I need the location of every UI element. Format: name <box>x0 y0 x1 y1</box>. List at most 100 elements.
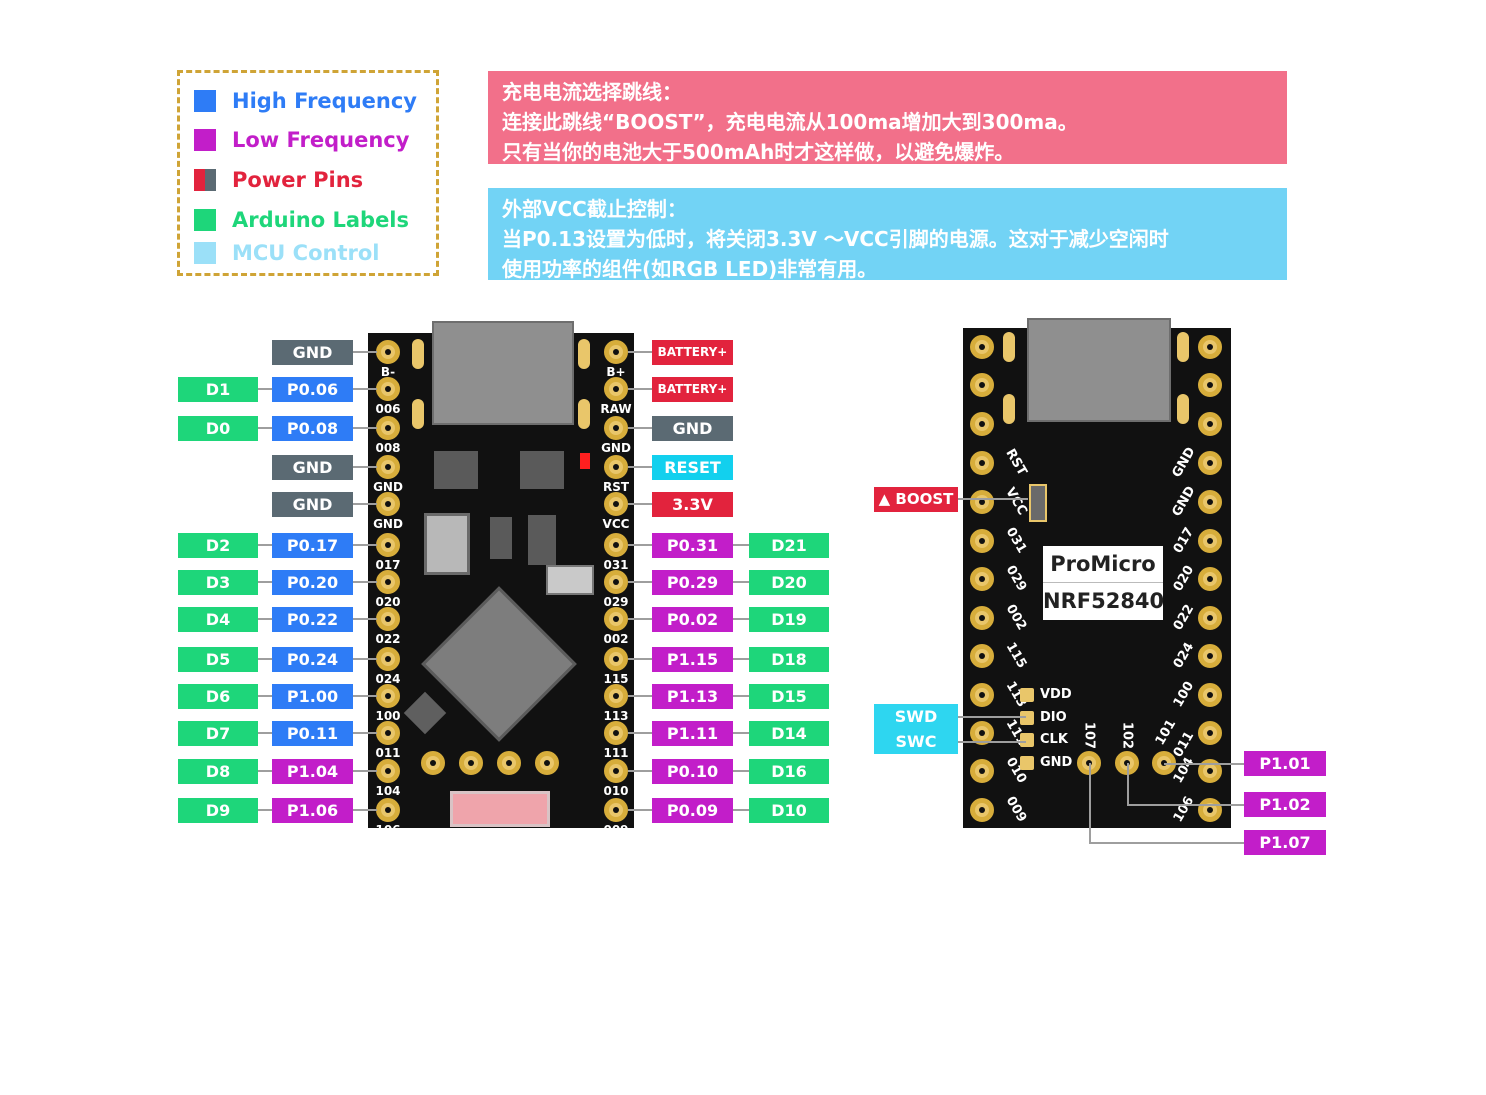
debug-pad-label: GND <box>1040 755 1073 770</box>
pin-port-label: RESET <box>652 455 733 480</box>
pin-port-label: P0.24 <box>272 647 353 672</box>
connector-line <box>258 732 272 734</box>
pin-arduino-label: D2 <box>178 533 258 558</box>
pin-port-label: P0.06 <box>272 377 353 402</box>
connector-line <box>258 427 272 429</box>
antenna <box>450 791 550 827</box>
board-title-line2: NRF52840 <box>1043 582 1164 619</box>
connector-line <box>628 658 652 660</box>
pin-silk-label: 020 <box>375 595 401 609</box>
legend-swatch <box>194 169 216 191</box>
solder-pad <box>497 751 521 775</box>
pin-pad <box>376 377 400 401</box>
connector-line <box>353 544 377 546</box>
connector-line <box>733 581 749 583</box>
connector-line <box>628 466 652 468</box>
pin-pad <box>604 759 628 783</box>
debug-pad <box>1020 688 1034 702</box>
pin-silk-label: RAW <box>600 402 632 416</box>
pin-port-label: P0.11 <box>272 721 353 746</box>
pin-pad <box>376 607 400 631</box>
board-title: ProMicro NRF52840 <box>1043 546 1164 620</box>
charge-jumper-note: 充电电流选择跳线： 连接此跳线“BOOST”，充电电流从100ma增加大到300… <box>488 71 1287 164</box>
pin-pad <box>970 683 994 707</box>
mounting-slot <box>412 339 424 369</box>
connector-line <box>1089 763 1091 843</box>
mounting-slot <box>578 399 590 429</box>
legend-label: Arduino Labels <box>232 208 410 232</box>
connector-line <box>628 809 652 811</box>
pin-silk-label: 024 <box>375 672 401 686</box>
pin-port-label: P1.11 <box>652 721 733 746</box>
mounting-slot <box>578 339 590 369</box>
pin-silk-label: GND <box>373 480 403 494</box>
pin-port-label: P1.00 <box>272 684 353 709</box>
connector-line <box>353 770 377 772</box>
pin-pad <box>1198 490 1222 514</box>
pin-pad <box>1198 644 1222 668</box>
pin-pad <box>604 798 628 822</box>
pin-pad <box>604 607 628 631</box>
connector-line <box>258 695 272 697</box>
pin-pad <box>970 451 994 475</box>
connector-line <box>258 581 272 583</box>
connector-line <box>628 770 652 772</box>
legend-item-high-frequency: High Frequency <box>194 89 417 113</box>
pin-port-label: BATTERY+ <box>652 377 733 402</box>
pin-silk-label: 002 <box>603 632 629 646</box>
pin-pad <box>604 340 628 364</box>
note-heading: 外部VCC截止控制： <box>502 197 687 221</box>
connector-line <box>258 544 272 546</box>
debug-pad-label: CLK <box>1040 732 1068 747</box>
pin-pad <box>1198 567 1222 591</box>
pin-pad <box>1198 529 1222 553</box>
connector-line <box>1127 804 1244 806</box>
connector-line <box>353 809 377 811</box>
pin-pad <box>604 721 628 745</box>
pin-pad <box>604 533 628 557</box>
pin-pad <box>1198 721 1222 745</box>
connector-line <box>958 498 1028 500</box>
connector-line <box>258 770 272 772</box>
pin-pad <box>970 759 994 783</box>
connector-line <box>628 581 652 583</box>
charger-chip <box>520 451 564 489</box>
connector-line <box>353 351 377 353</box>
swc-label: SWC <box>874 729 958 754</box>
pin-arduino-label: D8 <box>178 759 258 784</box>
mounting-slot <box>1003 332 1015 362</box>
connector-line <box>353 695 377 697</box>
pin-pad <box>376 570 400 594</box>
pin-pad <box>970 644 994 668</box>
connector-line <box>733 618 749 620</box>
pin-pad <box>376 647 400 671</box>
pin-pad <box>970 567 994 591</box>
legend-label: MCU Control <box>232 241 380 265</box>
pin-port-label: GND <box>272 492 353 517</box>
connector-line <box>353 503 377 505</box>
pin-pad <box>1198 412 1222 436</box>
solder-pad <box>459 751 483 775</box>
pin-silk-label: 104 <box>375 784 401 798</box>
legend-item-low-frequency: Low Frequency <box>194 128 409 152</box>
pin-silk-label: 031 <box>603 558 629 572</box>
note-line: 使用功率的组件(如RGB LED)非常有用。 <box>502 257 878 281</box>
mounting-slot <box>412 399 424 429</box>
pin-pad <box>1198 683 1222 707</box>
pin-silk-label: RST <box>602 480 630 494</box>
status-led <box>580 453 590 469</box>
connector-line <box>258 388 272 390</box>
connector-line <box>353 466 377 468</box>
pin-silk-label: 115 <box>603 672 629 686</box>
pin-pad <box>376 455 400 479</box>
connector-line <box>628 695 652 697</box>
extra-pin-p102: P1.02 <box>1244 792 1326 817</box>
nrf52840-mcu <box>421 586 577 742</box>
connector-line <box>733 695 749 697</box>
pin-port-label: 3.3V <box>652 492 733 517</box>
pin-silk-label: B- <box>380 365 396 379</box>
pin-pad <box>604 377 628 401</box>
pin-silk-label: GND <box>601 441 631 455</box>
pin-arduino-label: D19 <box>749 607 829 632</box>
connector-line <box>353 658 377 660</box>
